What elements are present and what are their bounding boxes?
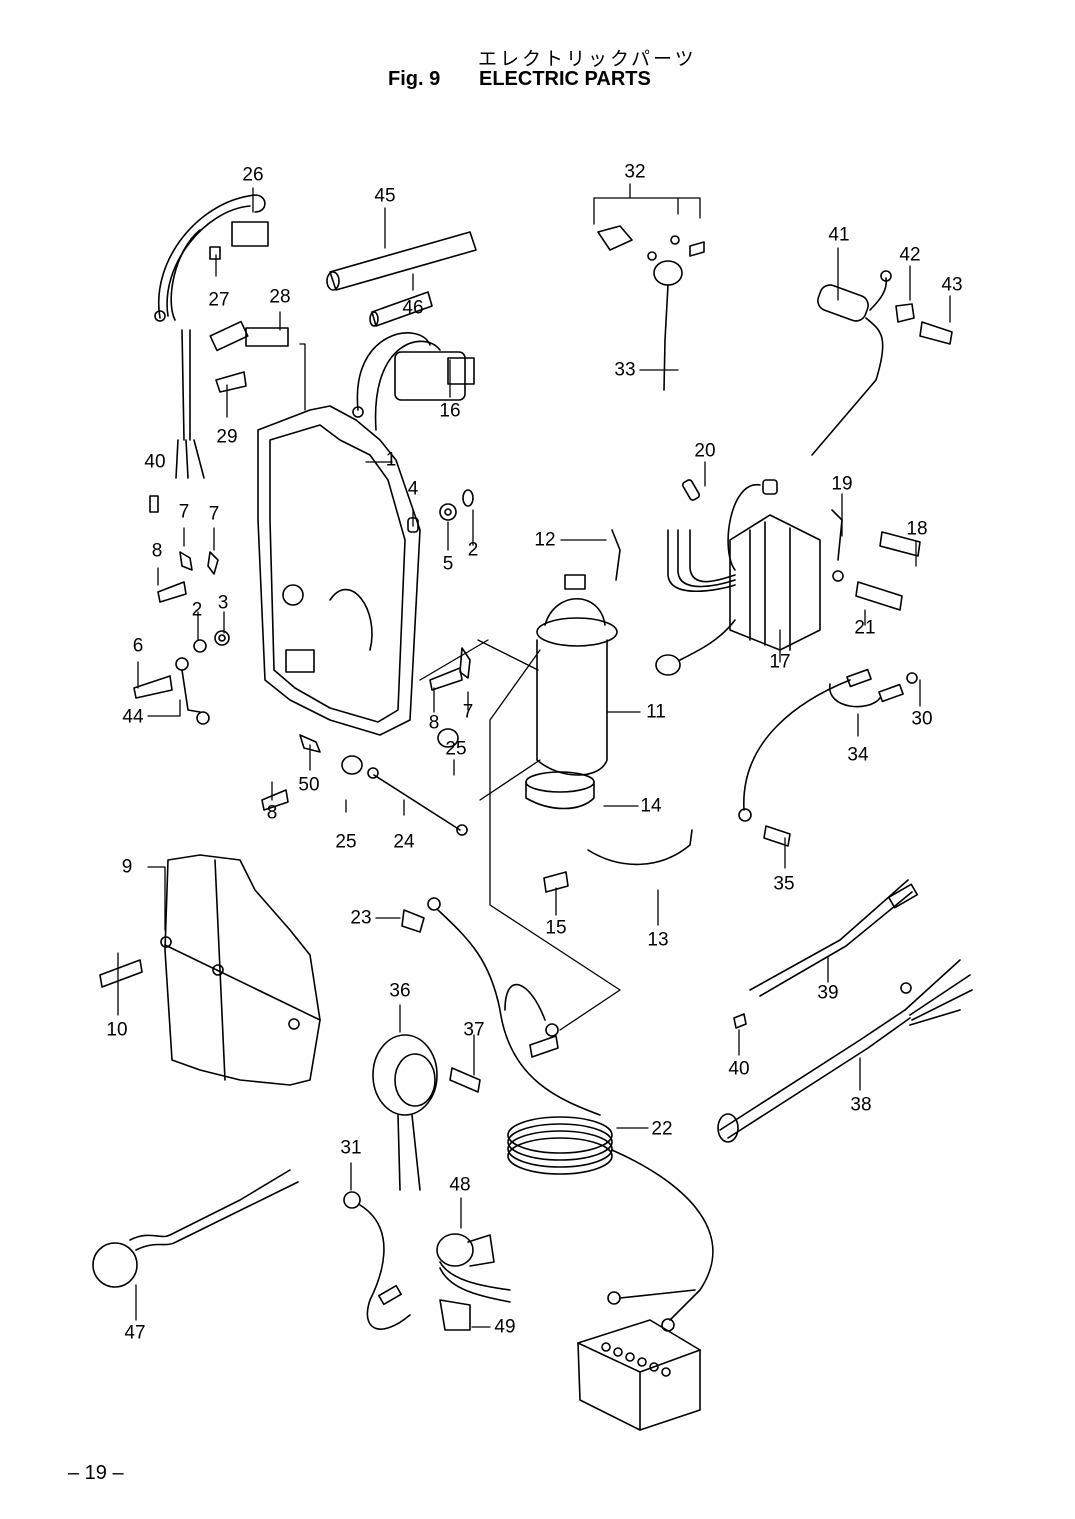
callout-2[interactable]: 2 (191, 599, 203, 621)
callout-15[interactable]: 15 (545, 917, 567, 939)
callout-21[interactable]: 21 (854, 617, 876, 639)
callout-39[interactable]: 39 (817, 982, 839, 1004)
callout-40[interactable]: 40 (728, 1058, 750, 1080)
callout-32[interactable]: 32 (624, 161, 646, 183)
leader-lines (117, 183, 951, 1328)
buzzer-part (372, 1034, 481, 1191)
callout-34[interactable]: 34 (847, 744, 869, 766)
callout-14[interactable]: 14 (640, 795, 662, 817)
callout-23[interactable]: 23 (350, 907, 372, 929)
page-number: – 19 – (68, 1462, 124, 1484)
cap-part (149, 495, 159, 513)
callout-17[interactable]: 17 (769, 651, 791, 673)
callout-25[interactable]: 25 (445, 738, 467, 760)
battery-part (577, 1319, 701, 1431)
starter-relay-part (352, 332, 475, 431)
callout-8[interactable]: 8 (428, 712, 440, 734)
callout-48[interactable]: 48 (449, 1174, 471, 1196)
callout-42[interactable]: 42 (899, 244, 921, 266)
callout-7[interactable]: 7 (462, 701, 474, 723)
ignition-coil-harness-part (154, 194, 269, 479)
tube-parts (326, 231, 477, 327)
electric-box-part (257, 405, 421, 736)
sensor-set-part (597, 225, 705, 391)
callout-27[interactable]: 27 (208, 289, 230, 311)
battery-cable-part (427, 897, 714, 1332)
callout-18[interactable]: 18 (906, 518, 928, 540)
callout-8[interactable]: 8 (151, 540, 163, 562)
small-hardware-parts (133, 489, 474, 836)
callout-1[interactable]: 1 (385, 449, 397, 471)
callout-40[interactable]: 40 (144, 451, 166, 473)
callout-30[interactable]: 30 (911, 708, 933, 730)
callout-7[interactable]: 7 (178, 501, 190, 523)
callout-26[interactable]: 26 (242, 164, 264, 186)
callout-7[interactable]: 7 (208, 503, 220, 525)
callout-8[interactable]: 8 (266, 802, 278, 824)
callout-36[interactable]: 36 (389, 980, 411, 1002)
callout-31[interactable]: 31 (340, 1137, 362, 1159)
bolt-part (215, 371, 247, 393)
box-cover-part (99, 854, 321, 1086)
callout-43[interactable]: 43 (941, 274, 963, 296)
callout-10[interactable]: 10 (106, 1019, 128, 1041)
callout-35[interactable]: 35 (773, 873, 795, 895)
callout-29[interactable]: 29 (216, 426, 238, 448)
rectifier-part (655, 479, 921, 676)
japanese-title: エレクトリックパーツ (478, 48, 697, 70)
callout-38[interactable]: 38 (850, 1094, 872, 1116)
figure-number: Fig. 9 (388, 68, 441, 90)
callout-28[interactable]: 28 (269, 286, 291, 308)
callout-47[interactable]: 47 (124, 1322, 146, 1344)
callout-46[interactable]: 46 (402, 297, 424, 319)
callout-6[interactable]: 6 (132, 635, 144, 657)
callout-22[interactable]: 22 (651, 1118, 673, 1140)
page-title: ELECTRIC PARTS (479, 68, 651, 90)
callout-12[interactable]: 12 (534, 529, 556, 551)
callout-24[interactable]: 24 (393, 831, 415, 853)
condenser-part (811, 270, 953, 456)
callout-37[interactable]: 37 (463, 1019, 485, 1041)
stop-switch-part (436, 1233, 511, 1331)
cap-23-part (401, 909, 425, 933)
switch-lead-part (343, 1191, 411, 1330)
callout-5[interactable]: 5 (442, 553, 454, 575)
callout-19[interactable]: 19 (831, 473, 853, 495)
callout-13[interactable]: 13 (647, 929, 669, 951)
callout-2[interactable]: 2 (467, 539, 479, 561)
main-switch-part (92, 1169, 299, 1288)
bracket-part (245, 327, 289, 347)
callout-41[interactable]: 41 (828, 224, 850, 246)
callout-44[interactable]: 44 (122, 706, 144, 728)
callout-25[interactable]: 25 (335, 831, 357, 853)
callout-20[interactable]: 20 (694, 440, 716, 462)
callout-11[interactable]: 11 (646, 701, 666, 723)
callout-33[interactable]: 33 (614, 359, 636, 381)
callout-9[interactable]: 9 (121, 856, 133, 878)
starter-motor-part (525, 529, 693, 893)
callout-4[interactable]: 4 (407, 478, 419, 500)
callout-50[interactable]: 50 (298, 774, 320, 796)
callout-16[interactable]: 16 (439, 400, 461, 422)
callout-3[interactable]: 3 (217, 592, 229, 614)
lead-wire-part (738, 668, 918, 847)
callout-49[interactable]: 49 (494, 1316, 516, 1338)
harness-parts (717, 879, 973, 1143)
callout-45[interactable]: 45 (374, 185, 396, 207)
